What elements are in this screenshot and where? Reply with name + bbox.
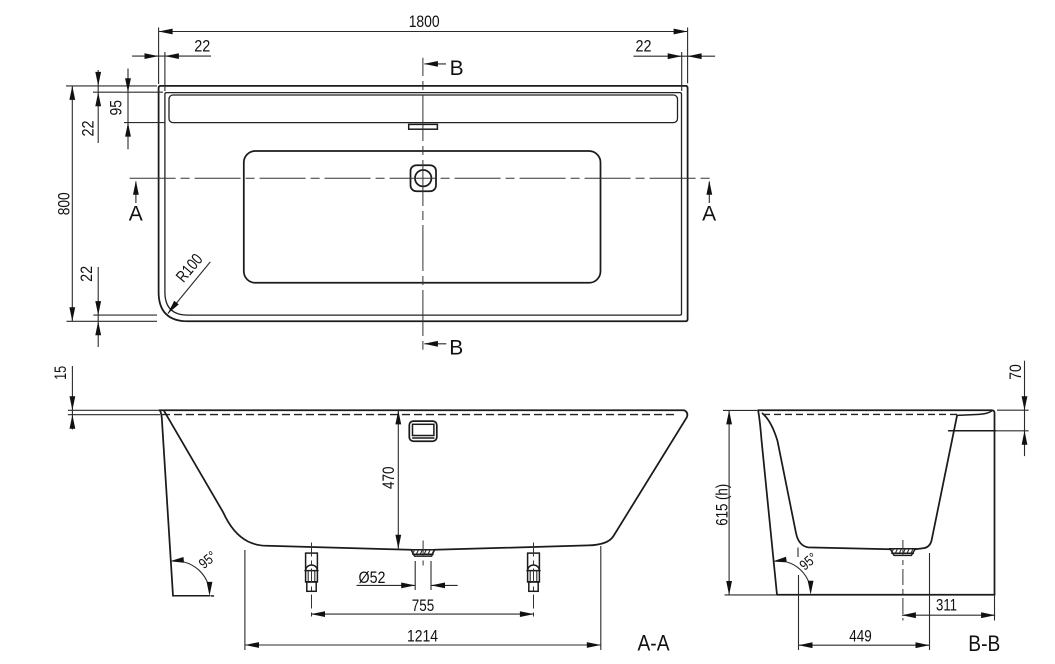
svg-text:22: 22	[80, 121, 98, 137]
svg-text:A: A	[129, 203, 143, 226]
svg-text:615 (h): 615 (h)	[713, 484, 731, 526]
svg-text:470: 470	[380, 466, 398, 489]
svg-text:1214: 1214	[407, 627, 438, 645]
svg-text:Ø52: Ø52	[359, 569, 386, 587]
svg-text:755: 755	[412, 597, 435, 615]
svg-text:449: 449	[849, 628, 872, 646]
svg-text:22: 22	[78, 266, 96, 282]
svg-text:70: 70	[1007, 364, 1025, 380]
svg-text:B-B: B-B	[968, 631, 1000, 656]
svg-text:800: 800	[56, 192, 74, 215]
svg-text:B: B	[450, 57, 464, 80]
svg-text:95: 95	[108, 100, 126, 116]
svg-text:A: A	[702, 203, 716, 226]
svg-text:22: 22	[636, 38, 652, 56]
svg-text:1800: 1800	[409, 13, 440, 31]
svg-text:15: 15	[52, 366, 70, 380]
svg-text:22: 22	[194, 38, 210, 56]
svg-text:311: 311	[936, 596, 957, 614]
svg-text:A-A: A-A	[638, 631, 670, 656]
svg-text:B: B	[449, 337, 463, 360]
